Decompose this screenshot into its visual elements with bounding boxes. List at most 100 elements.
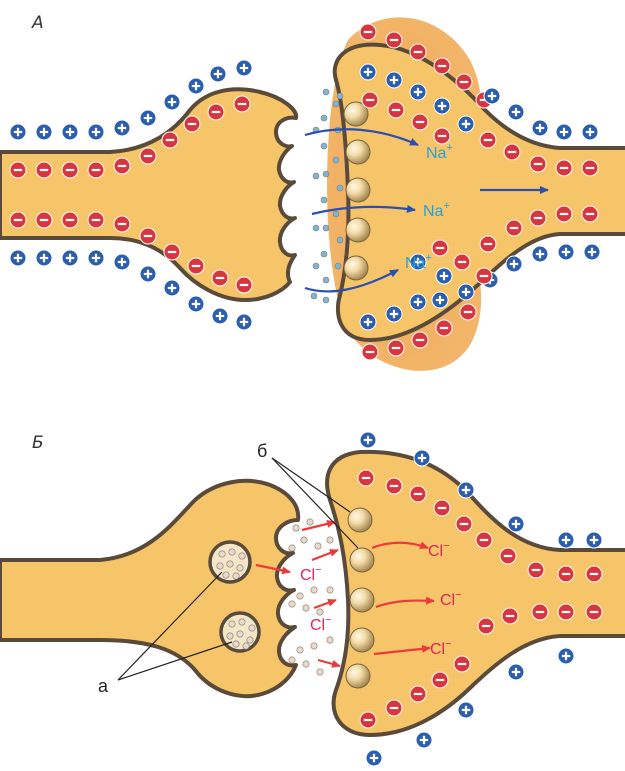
negative-ion-icon [476, 532, 492, 548]
receptor-channel [350, 588, 374, 612]
positive-ion-icon [508, 516, 524, 532]
receptor-channel [350, 548, 374, 572]
positive-ion-icon [140, 266, 156, 282]
positive-ion-icon [236, 314, 252, 330]
positive-ion-icon [586, 532, 602, 548]
negative-ion-icon [436, 320, 452, 336]
neurotransmitter-dot [337, 237, 343, 243]
neurotransmitter-dot [337, 93, 343, 99]
negative-ion-icon [502, 608, 518, 624]
negative-ion-icon [10, 212, 26, 228]
neurotransmitter-dot [229, 621, 235, 627]
neurotransmitter-dot [333, 101, 339, 107]
neurotransmitter-dot [311, 643, 317, 649]
positive-ion-icon [434, 98, 450, 114]
neurotransmitter-dot [323, 277, 329, 283]
negative-ion-icon [386, 700, 402, 716]
positive-ion-icon [458, 284, 474, 300]
neurotransmitter-dot [303, 661, 309, 667]
positive-ion-icon [414, 450, 430, 466]
neurotransmitter-dot [313, 225, 319, 231]
neurotransmitter-dot [317, 609, 323, 615]
transmitter-dots-b [289, 519, 333, 675]
positive-ion-icon [508, 104, 524, 120]
positive-ion-icon [558, 648, 574, 664]
negative-ion-icon [386, 32, 402, 48]
negative-ion-icon [556, 206, 572, 222]
neurotransmitter-dot [315, 543, 321, 549]
positive-ion-icon [436, 268, 452, 284]
neurotransmitter-dot [323, 89, 329, 95]
neurotransmitter-dot [243, 643, 249, 649]
neurotransmitter-dot [321, 115, 327, 121]
positive-ion-icon [532, 246, 548, 262]
positive-ion-icon [484, 88, 500, 104]
negative-ion-icon [506, 220, 522, 236]
negative-ion-icon [36, 162, 52, 178]
positive-ion-icon [386, 72, 402, 88]
neurotransmitter-dot [301, 537, 307, 543]
negative-ion-icon [410, 44, 426, 60]
neurotransmitter-dot [321, 143, 327, 149]
negative-ion-icon [358, 470, 374, 486]
negative-ion-icon [362, 92, 378, 108]
neurotransmitter-dot [289, 545, 295, 551]
negative-ion-icon [360, 24, 376, 40]
negative-ion-icon [114, 216, 130, 232]
receptor-channel [346, 178, 370, 202]
neurotransmitter-dot [239, 553, 245, 559]
negative-ion-icon [432, 240, 448, 256]
receptor-channel [346, 140, 370, 164]
negative-ion-icon [236, 277, 252, 293]
negative-ion-icon [586, 604, 602, 620]
negative-ion-icon [500, 548, 516, 564]
negative-ion-icon [212, 270, 228, 286]
positive-ion-icon [366, 750, 382, 766]
negative-ion-icon [10, 162, 26, 178]
negative-ion-icon [456, 516, 472, 532]
receptor-channel [350, 628, 374, 652]
negative-ion-icon [140, 228, 156, 244]
negative-ion-icon [476, 268, 492, 284]
synaptic-vesicle [221, 613, 259, 651]
receptor-channel [348, 508, 372, 532]
negative-ion-icon [504, 144, 520, 160]
neurotransmitter-dot [321, 251, 327, 257]
positive-ion-icon [36, 250, 52, 266]
neurotransmitter-dot [229, 549, 235, 555]
positive-ion-icon [458, 116, 474, 132]
neurotransmitter-dot [327, 587, 333, 593]
negative-ion-icon [412, 332, 428, 348]
negative-ion-icon [410, 686, 426, 702]
negative-ion-icon [528, 562, 544, 578]
positive-ion-icon [410, 294, 426, 310]
neurotransmitter-dot [307, 519, 313, 525]
negative-ion-icon [558, 566, 574, 582]
positive-ion-icon [188, 296, 204, 312]
negative-ion-icon [88, 162, 104, 178]
negative-ion-icon [434, 58, 450, 74]
negative-ion-icon [140, 148, 156, 164]
negative-ion-icon [432, 672, 448, 688]
negative-ion-icon [184, 116, 200, 132]
positive-ion-icon [36, 124, 52, 140]
positive-ion-icon [360, 314, 376, 330]
positive-ion-icon [10, 250, 26, 266]
neurotransmitter-dot [323, 225, 329, 231]
neurotransmitter-dot [293, 525, 299, 531]
neurotransmitter-dot [335, 263, 341, 269]
negative-ion-icon [456, 74, 472, 90]
receptor-channel [344, 256, 368, 280]
positive-ion-icon [556, 124, 572, 140]
positive-ion-icon [432, 292, 448, 308]
positive-ion-icon [410, 84, 426, 100]
neurotransmitter-dot [219, 551, 225, 557]
negative-ion-icon [530, 156, 546, 172]
positive-ion-icon [582, 124, 598, 140]
neurotransmitter-dot [289, 601, 295, 607]
neurotransmitter-dot [333, 157, 339, 163]
neurotransmitter-dot [297, 647, 303, 653]
positive-ion-icon [558, 532, 574, 548]
neurotransmitter-dot [227, 633, 233, 639]
negative-ion-icon [460, 304, 476, 320]
